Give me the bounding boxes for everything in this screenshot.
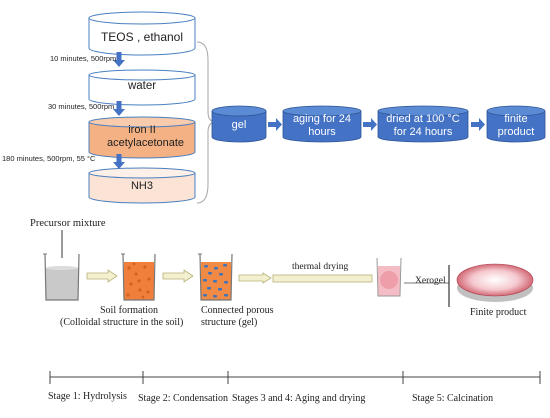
stage-label-3: Stages 3 and 4: Aging and drying xyxy=(232,393,366,404)
reagent-cylinder-nh3 xyxy=(88,167,196,204)
beaker-precursor xyxy=(43,253,80,301)
process-label-finite: finite product xyxy=(497,113,535,138)
xerogel-label: Xerogel xyxy=(415,276,446,286)
precursor-label: Precursor mixture xyxy=(30,218,106,229)
beaker-xerogel xyxy=(376,257,402,297)
xerogel-connector xyxy=(404,265,450,307)
porous-label-line1: Connected porous xyxy=(201,305,274,316)
reagent-label-nh3: NH3 xyxy=(130,180,153,192)
process-cylinder-finite xyxy=(486,105,546,143)
finite-product-label: Finite product xyxy=(470,307,527,318)
process-row: gel aging for 24 hours dried at 100 °C f… xyxy=(210,105,550,145)
reagent-cylinder-iron xyxy=(88,116,196,159)
process-label-gel: gel xyxy=(231,119,247,131)
stage-label-2: Stage 2: Condensation xyxy=(138,393,228,404)
soil-formation-label: Soil formation xyxy=(100,305,159,316)
process-label-aging: aging for 24 hours xyxy=(292,113,352,138)
condition-label-2: 30 minutes, 500rpm xyxy=(48,102,115,111)
reagent-cylinder-water xyxy=(88,69,196,106)
thermal-drying-bar xyxy=(272,274,373,283)
pointer-line xyxy=(61,230,63,258)
process-arrow-icon xyxy=(238,272,272,284)
process-label-dried: dried at 100 °C for 24 hours xyxy=(386,113,460,138)
down-arrow-icon xyxy=(113,52,125,67)
process-cylinder-aging xyxy=(282,105,362,143)
stage-label-1: Stage 1: Hydrolysis xyxy=(48,391,127,402)
petri-dish xyxy=(456,263,534,302)
reagent-flow: TEOS , ethanol 10 minutes, 500rpm water … xyxy=(0,0,200,205)
process-cylinder-dried xyxy=(377,105,469,143)
down-arrow-icon xyxy=(113,101,125,116)
stage-label-4: Stage 5: Calcination xyxy=(412,393,494,404)
process-arrow-icon xyxy=(86,269,118,283)
process-arrow-icon xyxy=(162,269,194,283)
thermal-drying-label: thermal drying xyxy=(292,262,349,272)
reagent-label-teos: TEOS , ethanol xyxy=(100,30,184,44)
porous-label-line2: structure (gel) xyxy=(201,317,258,328)
beaker-soil xyxy=(121,253,156,301)
right-arrow-icon xyxy=(471,118,485,131)
down-arrow-icon xyxy=(113,154,125,169)
stage-axis xyxy=(49,371,541,384)
process-cylinder-gel xyxy=(211,105,267,143)
condition-label-3: 180 minutes, 500rpm, 55 °C xyxy=(2,154,96,163)
beaker-gel xyxy=(198,253,233,301)
right-arrow-icon xyxy=(268,118,282,131)
condition-label-1: 10 minutes, 500rpm xyxy=(50,54,117,63)
reagent-label-water: water xyxy=(127,80,157,92)
reagent-label-iron: iron II acetylacetonate xyxy=(107,124,185,149)
colloidal-label: (Colloidal structure in the soil) xyxy=(60,317,184,328)
reagent-cylinder-teos xyxy=(88,11,196,56)
right-arrow-icon xyxy=(363,118,377,131)
